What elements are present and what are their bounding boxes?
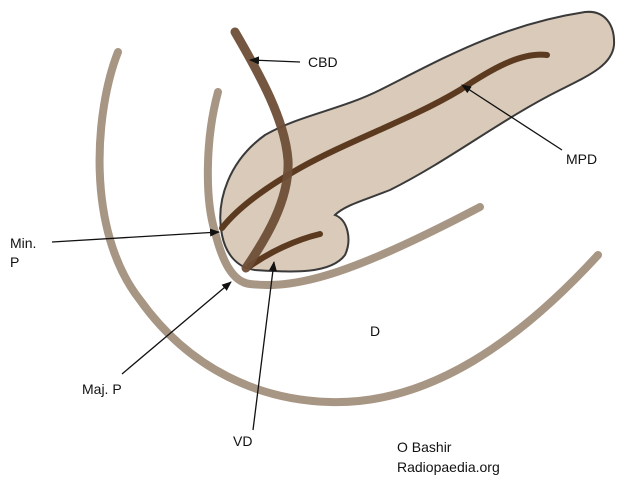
pancreas — [219, 10, 616, 273]
vd-arrow — [252, 261, 277, 431]
label-min-p-line2: P — [10, 254, 19, 270]
main-pancreatic-duct — [219, 51, 550, 231]
label-mpd: MPD — [566, 151, 597, 167]
label-vd: VD — [233, 433, 252, 449]
label-maj-p: Maj. P — [82, 381, 122, 397]
label-duodenum: D — [370, 323, 380, 339]
min-p-arrow — [51, 228, 220, 243]
duodenum-inner-wall — [203, 88, 484, 289]
credit-source: Radiopaedia.org — [397, 459, 500, 475]
credit-author: O Bashir — [397, 439, 452, 455]
maj-p-arrow — [121, 281, 232, 375]
duodenum-outer-wall — [95, 48, 602, 407]
label-min-p-line1: Min. — [10, 235, 36, 251]
mpd-arrow — [461, 84, 563, 151]
ventral-duct — [247, 231, 323, 269]
cbd-arrow — [249, 56, 301, 65]
common-bile-duct — [230, 27, 293, 273]
label-cbd: CBD — [308, 54, 338, 70]
